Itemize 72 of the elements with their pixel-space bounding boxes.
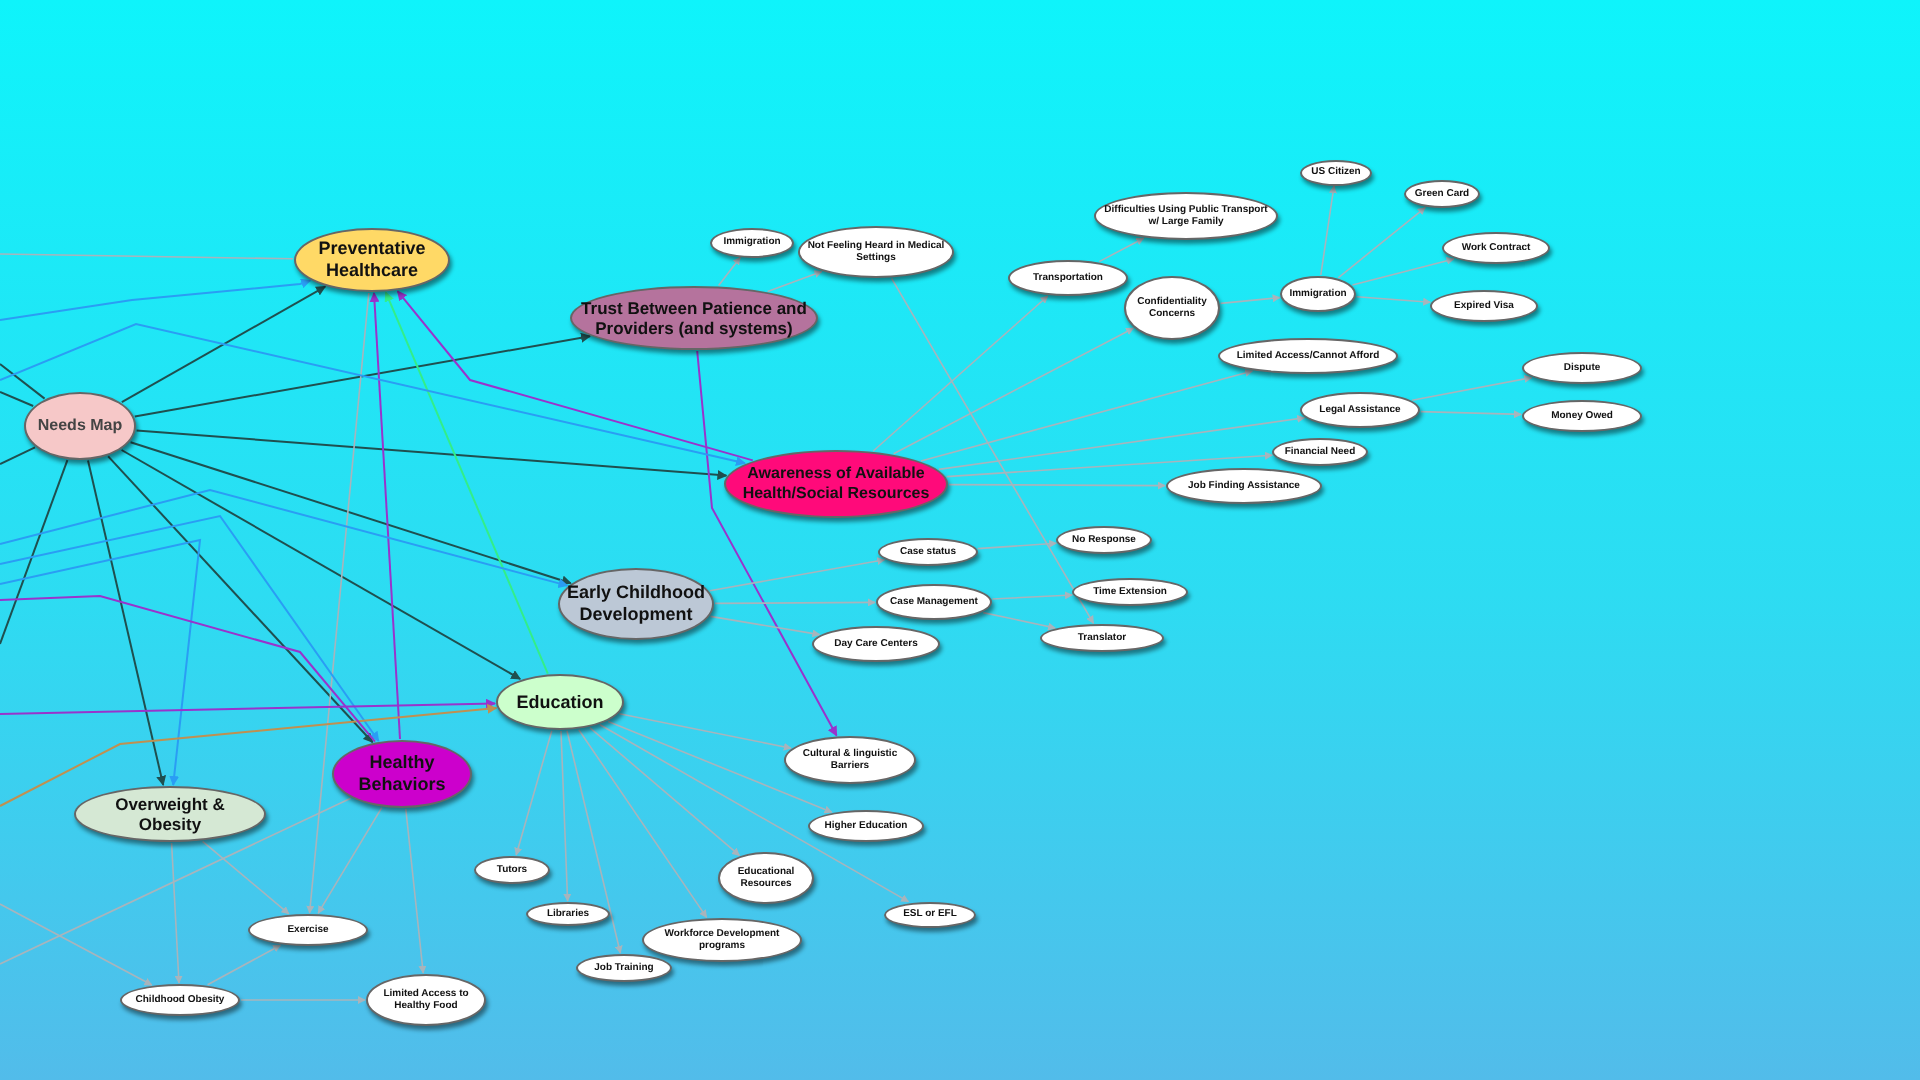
arrow — [892, 327, 1135, 455]
arrow — [948, 481, 1166, 490]
arrow — [1420, 410, 1522, 419]
topic-bubble: Needs Map — [24, 392, 136, 460]
arrow — [396, 290, 754, 462]
arrow — [0, 698, 496, 715]
arrow — [201, 840, 290, 915]
arrow — [170, 842, 183, 984]
arrow — [618, 713, 792, 751]
arrow — [607, 720, 833, 814]
arrow — [938, 414, 1306, 471]
arrow — [709, 615, 821, 638]
arrow — [982, 611, 1056, 631]
arrow — [717, 256, 741, 287]
arrow — [976, 539, 1057, 550]
connector-line — [0, 391, 35, 407]
arrow — [514, 730, 553, 856]
arrow — [0, 514, 380, 742]
arrow — [890, 277, 1095, 624]
arrow — [129, 441, 572, 586]
arrow — [133, 332, 591, 418]
arrow — [1411, 375, 1533, 401]
arrow — [0, 278, 312, 321]
topic-bubble: Preventative Healthcare — [294, 228, 450, 292]
topic-bubble: Overweight & Obesity — [74, 786, 266, 842]
arrow — [709, 557, 886, 592]
topic-bubble: Trust Between Patience and Providers (and systems) — [570, 286, 818, 350]
arrow — [1355, 296, 1432, 306]
arrow — [920, 369, 1254, 462]
connector-line — [0, 253, 294, 260]
arrow — [369, 292, 401, 740]
arrow — [135, 429, 728, 480]
arrow — [1219, 294, 1281, 305]
topic-bubble: Education — [496, 674, 624, 730]
arrow — [306, 292, 370, 914]
arrow — [872, 295, 1049, 452]
arrow — [991, 591, 1073, 600]
connector-line — [0, 595, 376, 743]
arrow — [0, 903, 153, 986]
topic-bubble: Early Childhood Development — [558, 568, 714, 640]
arrow — [1351, 256, 1455, 286]
arrow — [696, 350, 838, 737]
arrow — [566, 730, 623, 954]
arrow — [560, 730, 572, 902]
arrow — [240, 996, 366, 1004]
topic-bubble: Awareness of Available Health/Social Resources — [724, 450, 948, 518]
topic-bubble: Healthy Behaviors — [332, 740, 472, 808]
arrow — [0, 703, 498, 807]
arrow — [589, 727, 741, 857]
arrow — [107, 455, 374, 744]
arrow — [1320, 185, 1337, 276]
arrow — [0, 488, 569, 589]
connector-line — [0, 363, 46, 400]
arrow — [120, 449, 522, 680]
arrow — [0, 538, 202, 786]
arrow — [714, 598, 876, 607]
arrow — [945, 451, 1273, 478]
arrow — [578, 729, 708, 919]
arrow — [317, 806, 383, 914]
arrow — [1337, 206, 1426, 279]
arrow — [87, 459, 167, 786]
connector-line — [0, 459, 69, 645]
arrow — [1098, 237, 1145, 263]
arrow — [384, 291, 549, 675]
arrow — [0, 322, 746, 467]
connector-line — [0, 446, 36, 465]
arrow — [599, 724, 910, 903]
arrow — [120, 285, 327, 404]
arrow — [405, 808, 427, 974]
arrow — [206, 944, 282, 986]
connector-line — [0, 797, 352, 965]
arrow — [766, 270, 823, 293]
